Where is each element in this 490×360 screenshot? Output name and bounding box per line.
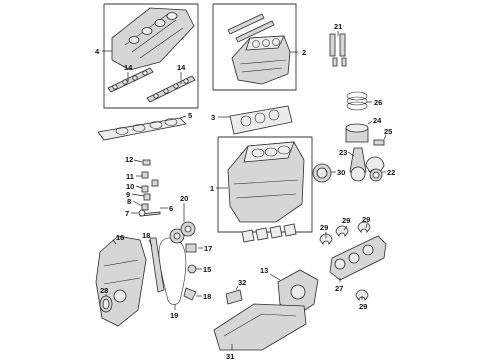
callout-17: 17: [204, 244, 212, 253]
callout-14a: 14: [124, 63, 133, 72]
callout-13: 13: [260, 266, 268, 275]
oil-level-sensor: [225, 289, 243, 305]
leader-8: [132, 200, 143, 207]
callout-23: 23: [339, 148, 347, 157]
valve-cover-gasket: [97, 117, 187, 141]
callout-28: 28: [100, 286, 108, 295]
callout-14b: 14: [177, 63, 186, 72]
callout-5: 5: [188, 111, 192, 120]
callout-16: 16: [116, 233, 124, 242]
leader-32: [235, 285, 239, 291]
timing-chain: [158, 237, 187, 305]
rear-main-seal: [312, 163, 332, 183]
callout-18a: 18: [142, 231, 150, 240]
callout-21: 21: [334, 22, 342, 31]
head-bolt-set: [329, 33, 347, 67]
callout-18b: 18: [203, 292, 211, 301]
engine-assembly-camshafts: [227, 13, 275, 43]
leader-24: [367, 120, 373, 125]
leader-18a: [148, 239, 153, 247]
group-box-cylinder-head: [103, 3, 199, 109]
callout-29d: 29: [359, 302, 367, 311]
callout-25: 25: [384, 127, 392, 136]
chain-guide-left: [149, 237, 165, 293]
callout-30: 30: [337, 168, 345, 177]
leader-25: [383, 134, 387, 140]
tensioner-bolt: [187, 264, 197, 274]
leader-23: [347, 151, 355, 157]
cylinder-head: [111, 7, 195, 71]
callout-9: 9: [126, 190, 130, 199]
exhaust-camshaft: [146, 75, 196, 103]
callout-20: 20: [180, 194, 188, 203]
chain-guide-right: [183, 287, 197, 301]
leader-13: [269, 273, 281, 281]
group-box-cylinder-block: [217, 136, 313, 233]
connecting-rod: [349, 147, 367, 182]
crankshaft-front-seal: [99, 295, 113, 313]
leader-9: [131, 193, 145, 197]
leader-16: [112, 239, 117, 245]
chain-tensioner: [185, 243, 197, 253]
piston-pin: [373, 139, 385, 146]
callout-3: 3: [211, 113, 215, 122]
short-block-assembly: [231, 35, 291, 85]
callout-26: 26: [374, 98, 382, 107]
callout-31: 31: [226, 352, 234, 360]
cylinder-block: [227, 141, 305, 223]
oil-pump: [277, 269, 319, 317]
callout-6: 6: [169, 204, 173, 213]
valvetrain-components: [138, 159, 161, 217]
callout-29b: 29: [342, 216, 350, 225]
callout-2: 2: [302, 48, 306, 57]
callout-12: 12: [125, 155, 133, 164]
piston-ring-set: [346, 91, 368, 111]
leader-29b: [343, 225, 348, 231]
callout-8: 8: [127, 197, 131, 206]
piston: [345, 123, 369, 143]
head-gasket: [229, 105, 293, 135]
main-bearing-caps: [241, 223, 297, 243]
callout-19: 19: [170, 311, 178, 320]
callout-15: 15: [203, 265, 211, 274]
callout-27: 27: [335, 284, 343, 293]
callout-32: 32: [238, 278, 246, 287]
callout-11: 11: [126, 172, 134, 181]
callout-10: 10: [126, 182, 134, 191]
leader-10: [135, 185, 143, 189]
callout-1: 1: [210, 184, 214, 193]
crankshaft: [329, 235, 387, 281]
oil-pan: [213, 303, 307, 351]
callout-22: 22: [387, 168, 395, 177]
front-crank-seal: [369, 168, 383, 182]
callout-4: 4: [95, 47, 100, 56]
intake-camshaft: [107, 67, 154, 93]
callout-29a: 29: [320, 223, 328, 232]
cam-sprockets: [169, 221, 196, 244]
group-box-engine-assembly: [212, 3, 297, 91]
leader-29c: [365, 223, 368, 229]
timing-chain-cover: [95, 235, 147, 327]
leader-12: [133, 159, 143, 163]
callout-24: 24: [373, 116, 382, 125]
callout-7: 7: [125, 209, 129, 218]
callout-29c: 29: [362, 215, 370, 224]
leader-5: [179, 115, 187, 119]
